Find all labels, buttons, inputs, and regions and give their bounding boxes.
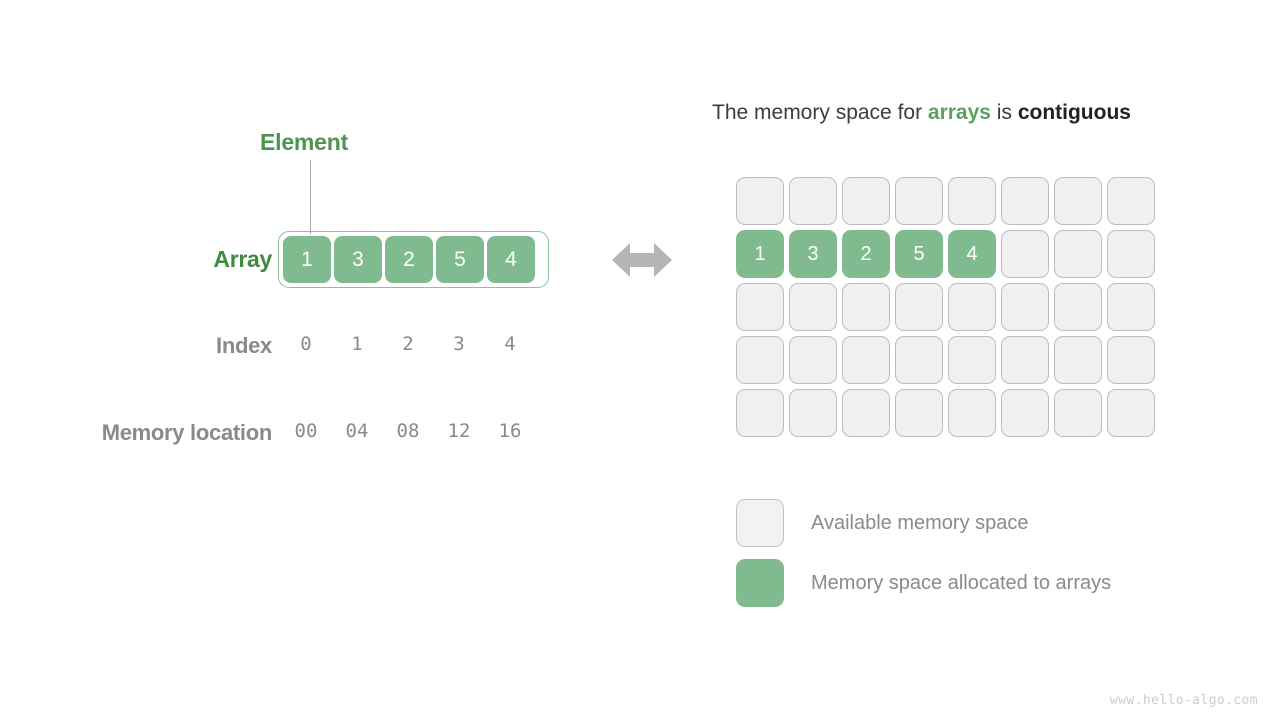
memory-grid-row (736, 283, 1155, 331)
memory-cell-available[interactable] (1107, 336, 1155, 384)
index-row-label: Index (216, 333, 272, 358)
memory-cell-available[interactable] (842, 389, 890, 437)
memory-cell-available[interactable] (842, 283, 890, 331)
memory-cell-available[interactable] (948, 336, 996, 384)
memory-cell-available[interactable] (1001, 336, 1049, 384)
memory-location-values-row: 00 04 08 12 16 (278, 420, 549, 442)
memory-cell-available[interactable] (789, 336, 837, 384)
memory-grid-row (736, 389, 1155, 437)
memory-cell-available[interactable] (948, 283, 996, 331)
memory-cell-available[interactable] (1001, 283, 1049, 331)
memory-cell-available[interactable] (736, 336, 784, 384)
legend-label: Memory space allocated to arrays (811, 571, 1112, 594)
memory-grid-row (736, 177, 1155, 225)
memory-cell-available[interactable] (895, 283, 943, 331)
double-headed-arrow-icon (612, 237, 672, 283)
memory-space-title: The memory space for arrays is contiguou… (712, 101, 1131, 125)
memory-cell-allocated[interactable]: 5 (895, 230, 943, 278)
array-row-label: Array (213, 246, 272, 272)
index-value: 2 (402, 333, 414, 355)
memory-cell-available[interactable] (895, 389, 943, 437)
memory-cell-available[interactable] (1107, 283, 1155, 331)
array-cell[interactable]: 3 (334, 236, 382, 283)
array-cell[interactable]: 5 (436, 236, 484, 283)
memory-grid-row (736, 336, 1155, 384)
memory-cell-allocated[interactable]: 1 (736, 230, 784, 278)
memory-location-value: 00 (294, 420, 318, 442)
title-accent-arrays: arrays (927, 101, 991, 124)
index-value: 3 (453, 333, 465, 355)
memory-cell-available[interactable] (1107, 389, 1155, 437)
index-value: 0 (300, 333, 312, 355)
memory-cell-available[interactable] (1001, 389, 1049, 437)
array-cell[interactable]: 4 (487, 236, 535, 283)
index-values-row: 0 1 2 3 4 (278, 333, 549, 355)
memory-cell-available[interactable] (789, 177, 837, 225)
memory-location-value: 04 (345, 420, 369, 442)
element-callout-label: Element (260, 129, 349, 155)
memory-cell-available[interactable] (895, 177, 943, 225)
array-cell[interactable]: 1 (283, 236, 331, 283)
memory-cell-available[interactable] (1107, 230, 1155, 278)
legend-label: Available memory space (811, 511, 1029, 534)
memory-cell-available[interactable] (842, 177, 890, 225)
memory-location-value: 12 (447, 420, 471, 442)
memory-cell-allocated[interactable]: 4 (948, 230, 996, 278)
legend-item: Memory space allocated to arrays (736, 553, 1111, 613)
memory-cell-available[interactable] (1054, 230, 1102, 278)
memory-cell-available[interactable] (736, 283, 784, 331)
legend: Available memory space Memory space allo… (736, 493, 1111, 613)
title-part-2: is (990, 101, 1018, 124)
memory-cell-available[interactable] (948, 389, 996, 437)
memory-cell-allocated[interactable]: 3 (789, 230, 837, 278)
memory-cell-allocated[interactable]: 2 (842, 230, 890, 278)
memory-cell-available[interactable] (842, 336, 890, 384)
title-strong-contiguous: contiguous (1017, 101, 1131, 124)
memory-cell-available[interactable] (1054, 283, 1102, 331)
memory-cell-available[interactable] (736, 389, 784, 437)
memory-cell-available[interactable] (948, 177, 996, 225)
element-callout-connector-line (310, 160, 311, 234)
legend-item: Available memory space (736, 493, 1111, 553)
index-value: 1 (351, 333, 363, 355)
memory-location-row-label: Memory location (101, 420, 273, 445)
legend-swatch-allocated (736, 559, 784, 607)
memory-cell-available[interactable] (1054, 177, 1102, 225)
memory-cell-available[interactable] (789, 389, 837, 437)
array-container: 1 3 2 5 4 (278, 231, 549, 288)
watermark: www.hello-algo.com (1109, 693, 1258, 708)
memory-cell-available[interactable] (1054, 389, 1102, 437)
memory-cell-available[interactable] (1001, 230, 1049, 278)
title-part-1: The memory space for (712, 101, 928, 124)
memory-cell-available[interactable] (736, 177, 784, 225)
memory-cell-available[interactable] (789, 283, 837, 331)
memory-location-value: 08 (396, 420, 420, 442)
memory-cell-available[interactable] (1054, 336, 1102, 384)
array-diagram-panel: Element Array 1 3 2 5 4 Index 0 1 2 3 4 … (0, 0, 620, 720)
array-cell[interactable]: 2 (385, 236, 433, 283)
memory-space-panel: The memory space for arrays is contiguou… (700, 0, 1280, 720)
memory-cell-available[interactable] (895, 336, 943, 384)
memory-cell-available[interactable] (1107, 177, 1155, 225)
legend-swatch-available (736, 499, 784, 547)
memory-cell-available[interactable] (1001, 177, 1049, 225)
index-value: 4 (504, 333, 516, 355)
memory-location-value: 16 (498, 420, 522, 442)
